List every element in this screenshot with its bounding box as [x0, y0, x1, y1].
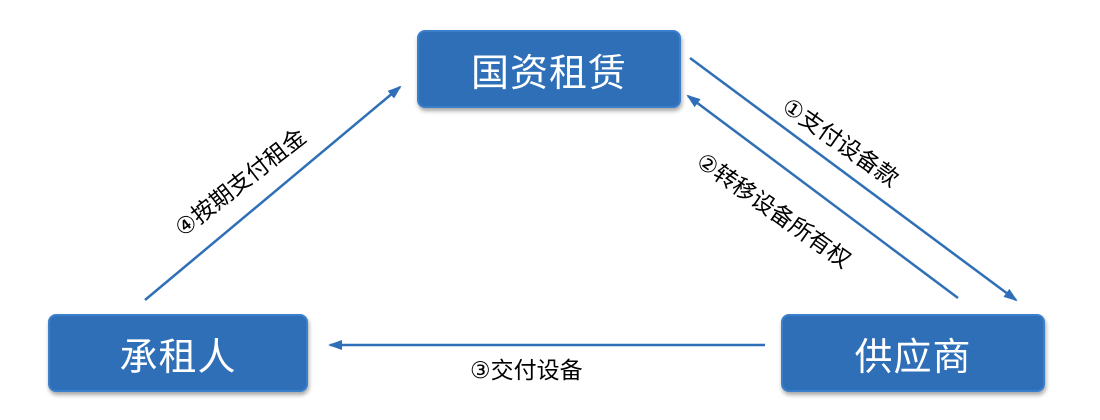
node-supplier: 供应商: [781, 314, 1045, 392]
label-deliver-equipment: ③交付设备: [470, 358, 583, 384]
arrow-pay-equipment: [689, 56, 1018, 302]
node-lessee: 承租人: [48, 314, 308, 392]
node-lessor: 国资租赁: [417, 30, 681, 108]
arrow-pay-rent: [144, 85, 402, 301]
arrow-transfer-ownership: [686, 94, 959, 300]
